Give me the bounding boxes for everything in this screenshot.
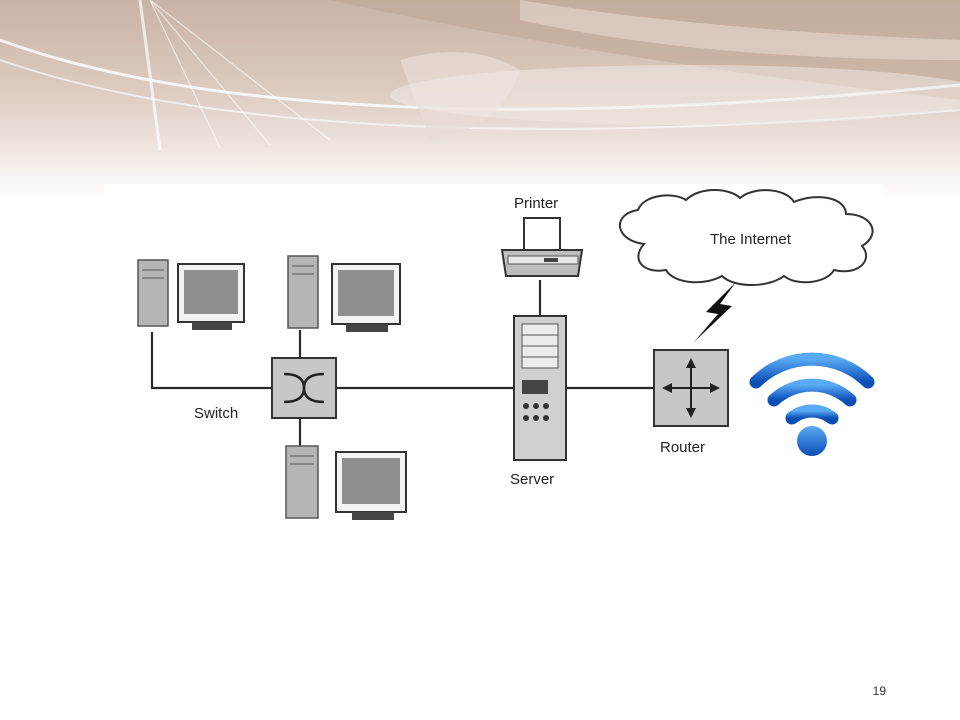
printer-icon [500, 217, 584, 277]
network-diagram-svg: Switch Printer Server [137, 189, 875, 520]
network-diagram: Switch Printer Server [104, 184, 884, 529]
computer-icon [137, 259, 245, 330]
switch-label: Switch [194, 405, 238, 422]
printer-label: Printer [514, 195, 558, 212]
bridge-photo [0, 0, 960, 151]
wifi-icon [749, 352, 875, 456]
switch-icon [271, 357, 337, 419]
computer-icon [287, 255, 401, 332]
router-label: Router [660, 439, 705, 456]
router-icon [653, 349, 729, 427]
internet-cloud-icon [619, 189, 874, 286]
computer-icon [285, 445, 407, 520]
server-label: Server [510, 471, 554, 488]
server-icon [513, 315, 567, 461]
internet-label: The Internet [710, 231, 792, 248]
lightning-bolt-icon [694, 282, 736, 342]
page-number: 19 [872, 684, 886, 698]
header-banner-photo [0, 0, 960, 200]
network-cables [150, 280, 654, 446]
